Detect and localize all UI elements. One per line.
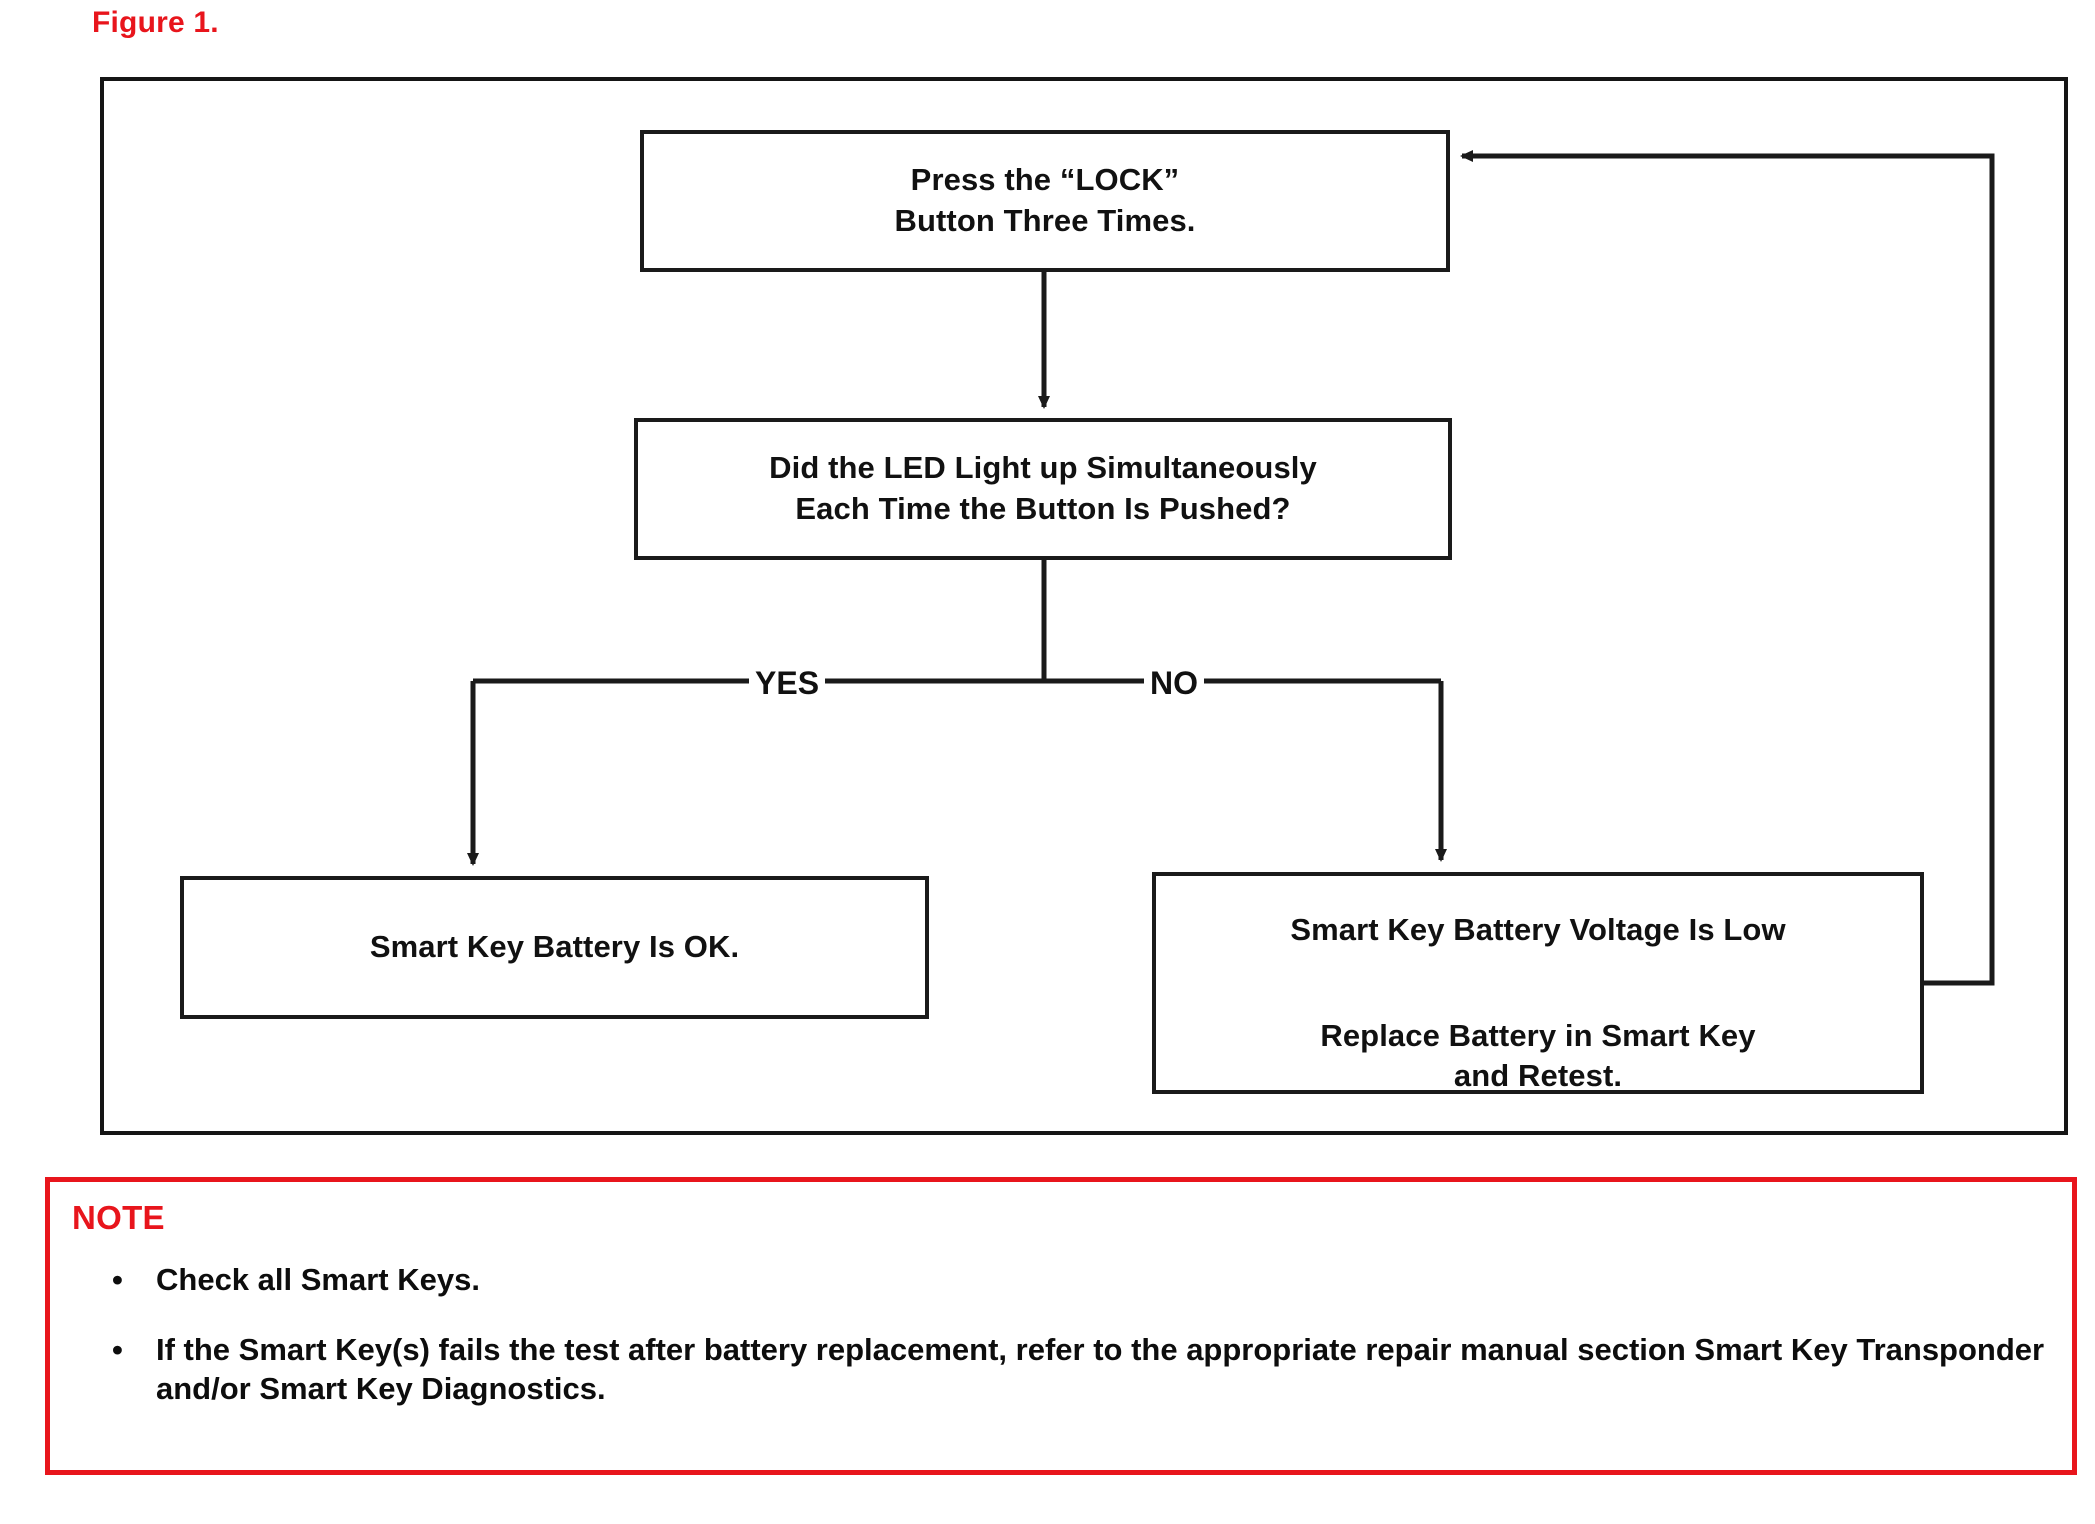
note-title: NOTE <box>72 1199 165 1236</box>
flow-node-battery-low-line2: Replace Battery in Smart Key and Retest. <box>1320 1018 1756 1094</box>
note-list-item: • Check all Smart Keys. <box>90 1260 2046 1300</box>
note-item-text: If the Smart Key(s) fails the test after… <box>156 1331 2045 1407</box>
flowchart-frame: Press the “LOCK” Button Three Times. Did… <box>100 77 2068 1135</box>
flow-node-battery-low[interactable]: Smart Key Battery Voltage Is Low Replace… <box>1152 872 1924 1094</box>
branch-label-yes: YES <box>749 667 826 699</box>
figure-caption: Figure 1. <box>92 6 219 39</box>
branch-label-no: NO <box>1144 667 1204 699</box>
flow-node-battery-ok[interactable]: Smart Key Battery Is OK. <box>180 876 929 1019</box>
note-list-item: • If the Smart Key(s) fails the test aft… <box>90 1330 2046 1409</box>
flow-node-press-lock-label: Press the “LOCK” Button Three Times. <box>894 162 1196 238</box>
flow-node-led-question[interactable]: Did the LED Light up Simultaneously Each… <box>634 418 1452 560</box>
flow-node-battery-ok-label: Smart Key Battery Is OK. <box>369 929 740 965</box>
flow-node-led-question-label: Did the LED Light up Simultaneously Each… <box>769 450 1317 526</box>
note-item-text: Check all Smart Keys. <box>156 1262 480 1297</box>
note-list: • Check all Smart Keys. • If the Smart K… <box>90 1260 2046 1439</box>
bullet-icon: • <box>112 1262 123 1297</box>
note-panel: NOTE • Check all Smart Keys. • If the Sm… <box>45 1177 2077 1475</box>
flow-node-battery-low-line1: Smart Key Battery Voltage Is Low <box>1290 911 1786 947</box>
bullet-icon: • <box>112 1331 123 1367</box>
flow-node-press-lock[interactable]: Press the “LOCK” Button Three Times. <box>640 130 1450 272</box>
flow-node-battery-low-label: Smart Key Battery Voltage Is Low Replace… <box>1290 869 1785 1096</box>
edge-retest-feedback-loop <box>1460 150 1995 986</box>
